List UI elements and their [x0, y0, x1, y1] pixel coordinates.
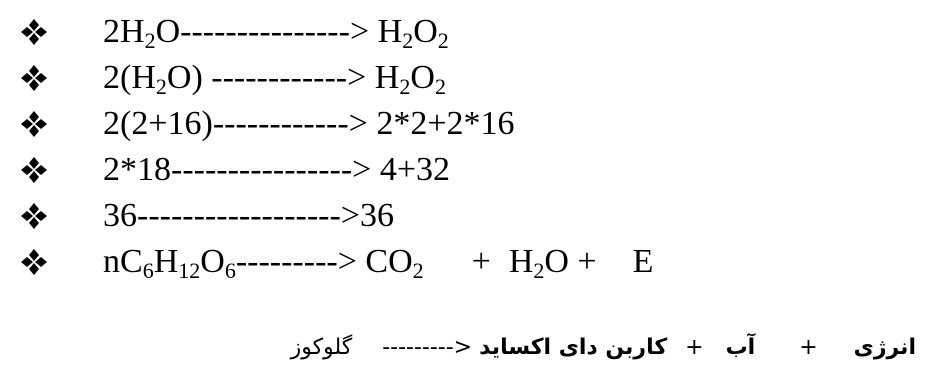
equation-text: 2(2+16)------------> 2*2+2*16 [103, 105, 515, 142]
equation-text: 2H2O---------------> H2O2 [103, 13, 449, 53]
persian-energy: انرژی [853, 335, 916, 360]
persian-plus: + [799, 335, 818, 360]
four-diamond-bullet-icon [20, 64, 48, 92]
persian-carbon-dioxide: کاربن دای اکساید [479, 335, 668, 360]
persian-reaction-line: انرژی + آب + کاربن دای اکساید <---------… [291, 328, 916, 368]
equation-text: 36------------------>36 [103, 197, 394, 234]
persian-water: آب [725, 335, 756, 360]
four-diamond-bullet-icon [20, 248, 48, 276]
reaction-line: nC6H12O6---------> CO2+H2O +E [0, 240, 930, 286]
four-diamond-bullet-icon [20, 18, 48, 46]
equation-text: 2(H2O) ------------> H2O2 [103, 59, 446, 99]
equation-line-1: 2H2O---------------> H2O2 [0, 10, 930, 56]
four-diamond-bullet-icon [20, 110, 48, 138]
persian-glucose: گلوکوز [290, 335, 353, 360]
equation-line-2: 2(H2O) ------------> H2O2 [0, 56, 930, 102]
persian-arrow: <--------- [382, 335, 473, 360]
four-diamond-bullet-icon [20, 202, 48, 230]
equation-line-5: 36------------------>36 [0, 194, 930, 240]
equation-text: 2*18----------------> 4+32 [103, 151, 451, 188]
equation-line-4: 2*18----------------> 4+32 [0, 148, 930, 194]
reaction-text: nC6H12O6---------> CO2+H2O +E [103, 243, 654, 283]
four-diamond-bullet-icon [20, 156, 48, 184]
equation-line-3: 2(2+16)------------> 2*2+2*16 [0, 102, 930, 148]
persian-plus: + [685, 335, 704, 360]
